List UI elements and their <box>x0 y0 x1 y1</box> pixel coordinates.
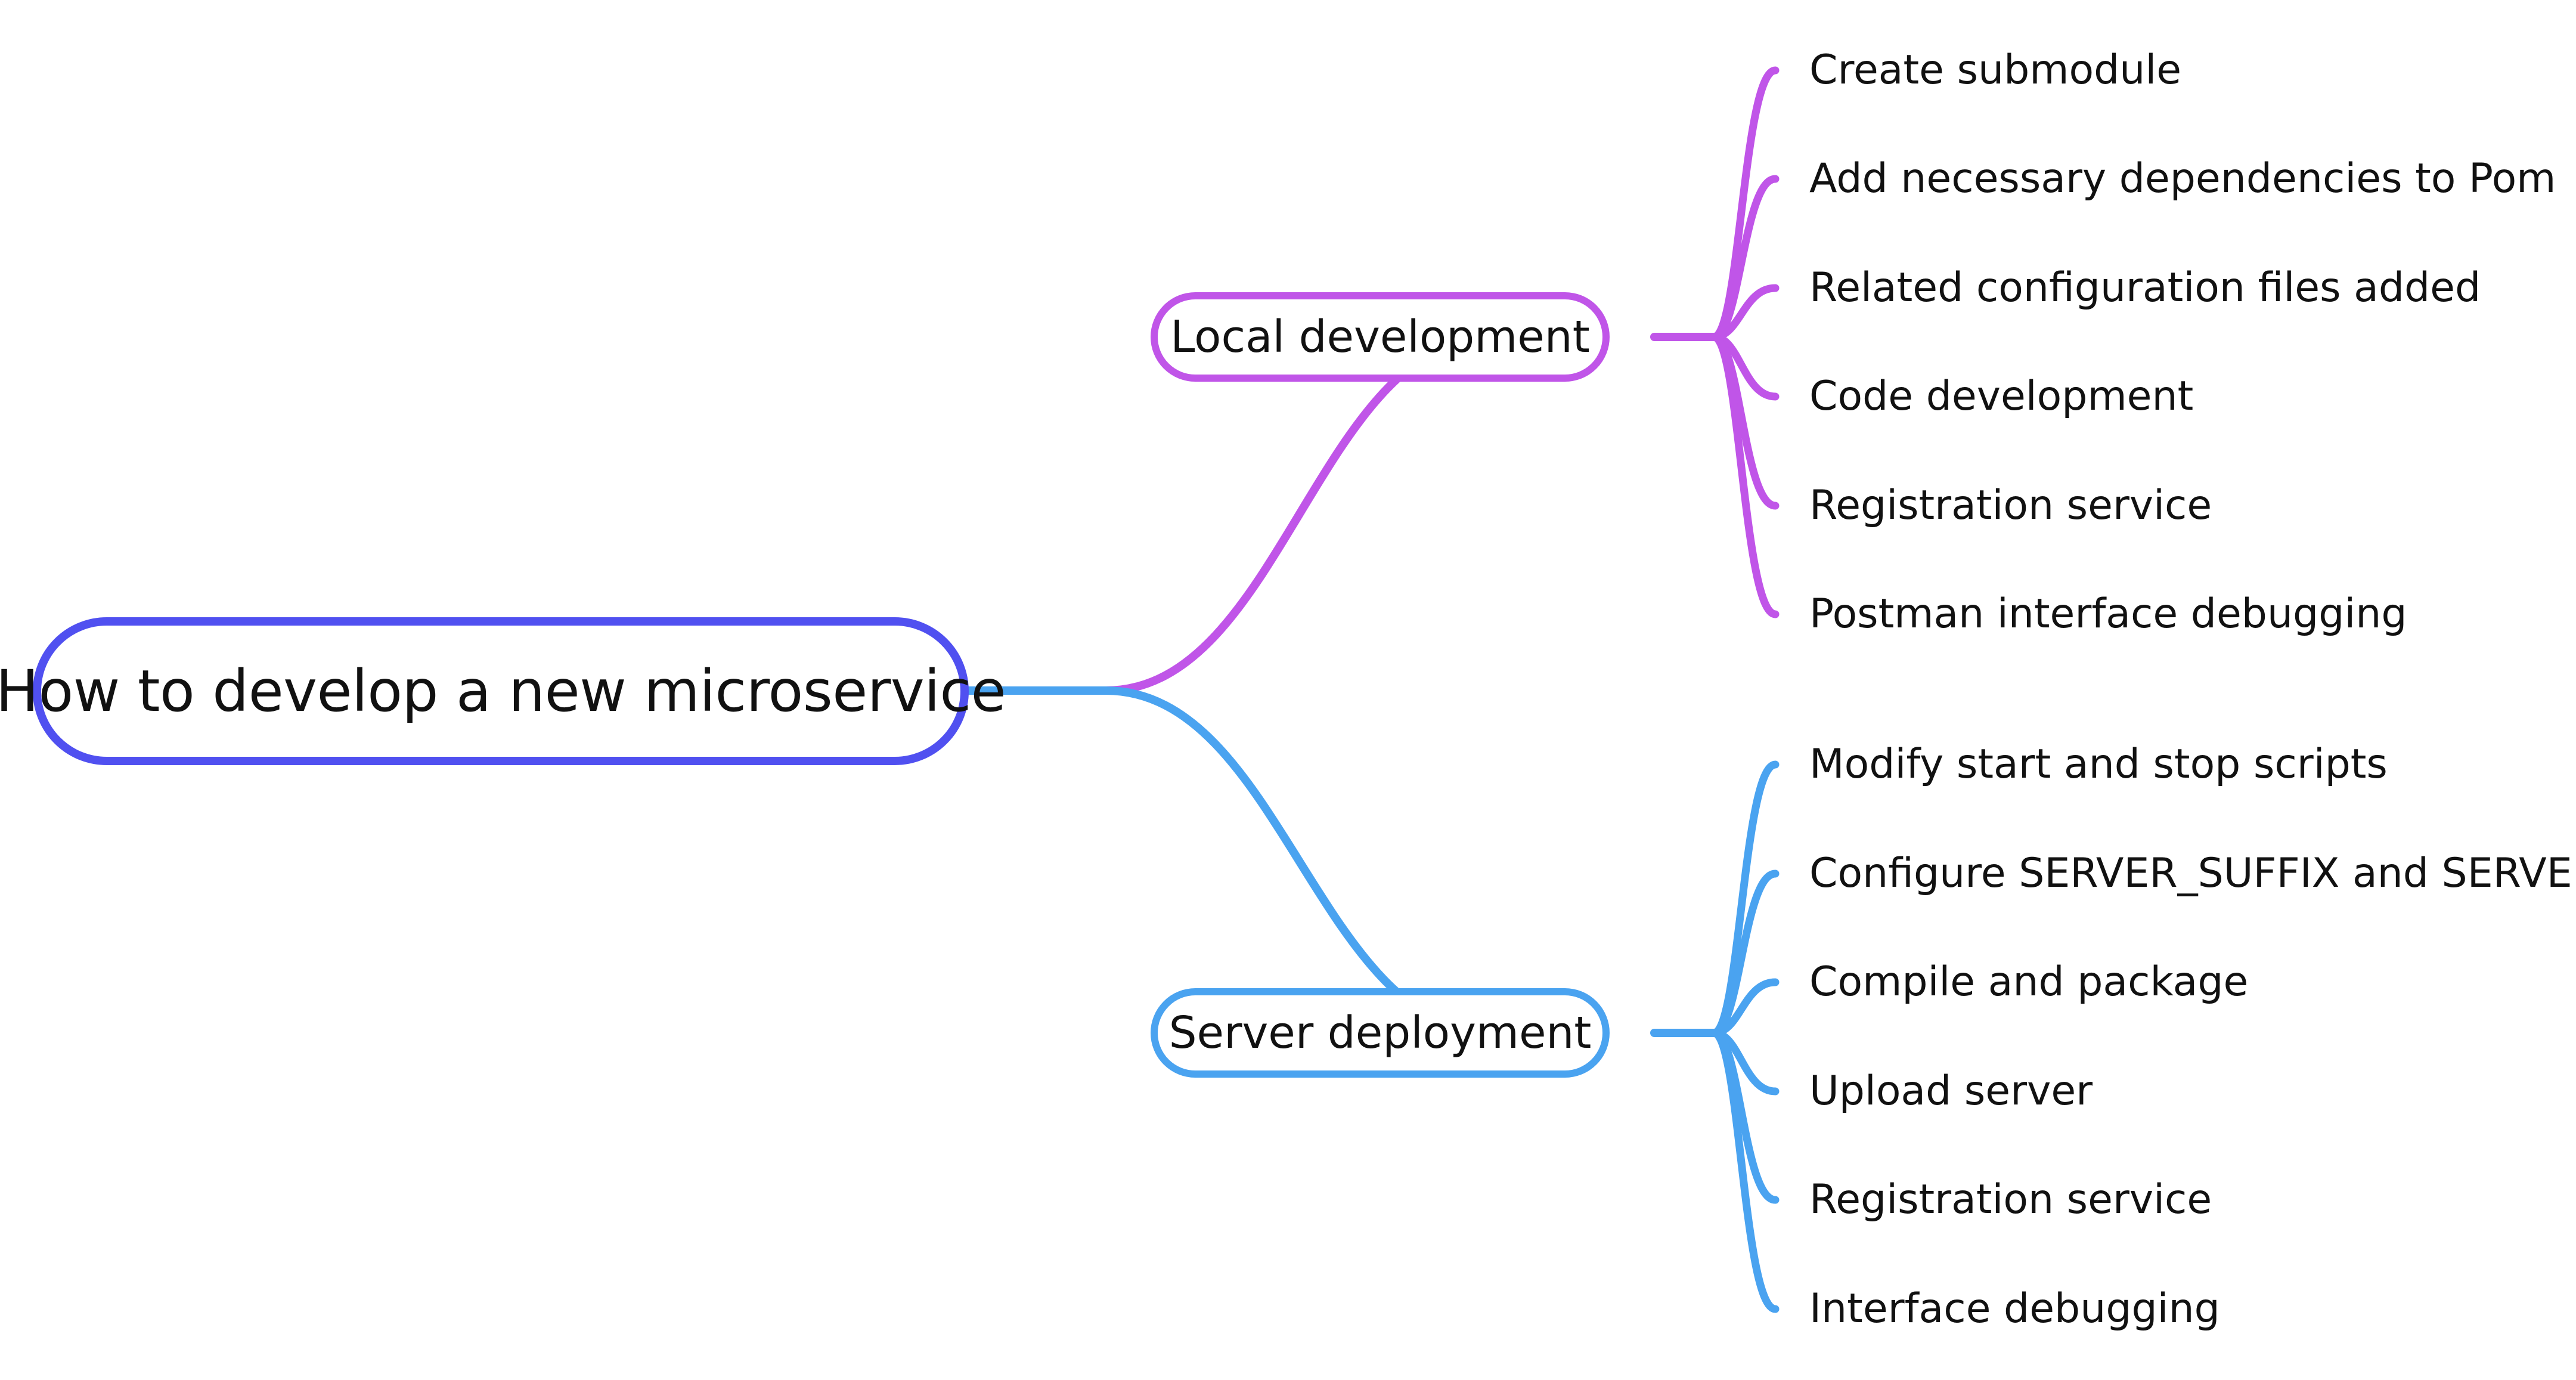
leaf-label[interactable]: Compile and package <box>1809 958 2249 1005</box>
root-node[interactable]: How to develop a new microservice <box>0 617 1006 765</box>
branch-node-local-development[interactable]: Local development <box>1151 292 1610 382</box>
edge <box>965 333 1608 695</box>
leaf-label[interactable]: Postman interface debugging <box>1809 590 2407 638</box>
leaf-label[interactable]: Code development <box>1809 373 2194 420</box>
branch-node-label: Local development <box>1170 311 1590 363</box>
leaf-label[interactable]: Interface debugging <box>1809 1285 2220 1332</box>
branch-1-edges <box>1650 760 1780 1313</box>
edge <box>1710 284 1780 341</box>
edge <box>965 686 1608 1037</box>
leaf-label[interactable]: Configure SERVER_SUFFIX and SERVER_CLASS <box>1809 850 2576 897</box>
edge <box>1710 760 1780 1037</box>
leaf-label[interactable]: Upload server <box>1809 1068 2093 1115</box>
branch-0-edges <box>1650 66 1780 618</box>
edge <box>1710 1029 1780 1313</box>
edge <box>1710 175 1780 341</box>
leaf-label[interactable]: Registration service <box>1809 1176 2212 1223</box>
root-edges <box>965 333 1608 1037</box>
leaf-label[interactable]: Add necessary dependencies to Pom <box>1809 155 2556 202</box>
leaf-label[interactable]: Create submodule <box>1809 47 2182 94</box>
leaf-label[interactable]: Registration service <box>1809 482 2212 529</box>
leaf-label[interactable]: Modify start and stop scripts <box>1809 741 2388 788</box>
edge <box>1710 870 1780 1037</box>
root-node-label: How to develop a new microservice <box>0 658 1006 725</box>
leaf-label[interactable]: Related configuration files added <box>1809 264 2481 311</box>
branch-node-server-deployment[interactable]: Server deployment <box>1151 988 1610 1078</box>
edge <box>1710 978 1780 1037</box>
edge <box>1710 66 1780 341</box>
branch-node-label: Server deployment <box>1168 1007 1592 1059</box>
edge <box>1710 333 1780 618</box>
